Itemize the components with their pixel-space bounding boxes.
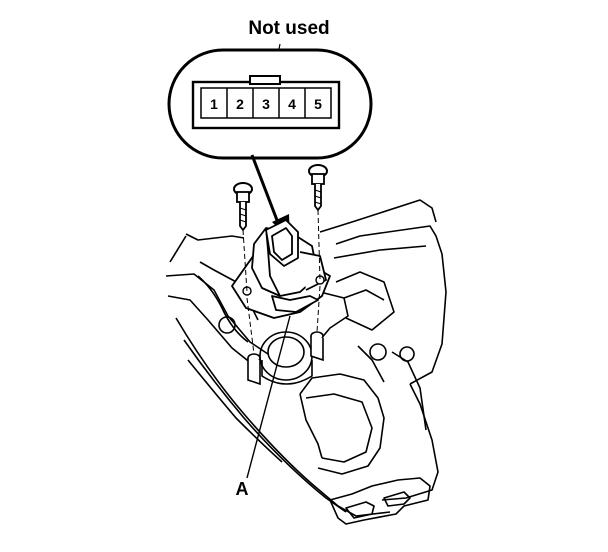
connector-face: 1 2 3 4 5 [191, 75, 341, 130]
label-a-leader-line [246, 315, 291, 479]
bolt-left [233, 182, 253, 293]
shift-switch-module [231, 219, 331, 319]
pin-5: 5 [314, 96, 322, 112]
pin-2: 2 [236, 96, 244, 112]
callout-arrow-line [250, 154, 282, 229]
label-a-callout: A [236, 315, 291, 499]
pin-1: 1 [210, 96, 218, 112]
part-label-a: A [236, 479, 249, 499]
mounting-posts [247, 331, 324, 386]
pin-4: 4 [288, 96, 296, 112]
bolt-right [308, 164, 328, 281]
pin-3: 3 [262, 96, 270, 112]
not-used-label: Not used [248, 18, 329, 39]
connector-callout: Not used 1 2 3 4 5 [167, 18, 373, 240]
